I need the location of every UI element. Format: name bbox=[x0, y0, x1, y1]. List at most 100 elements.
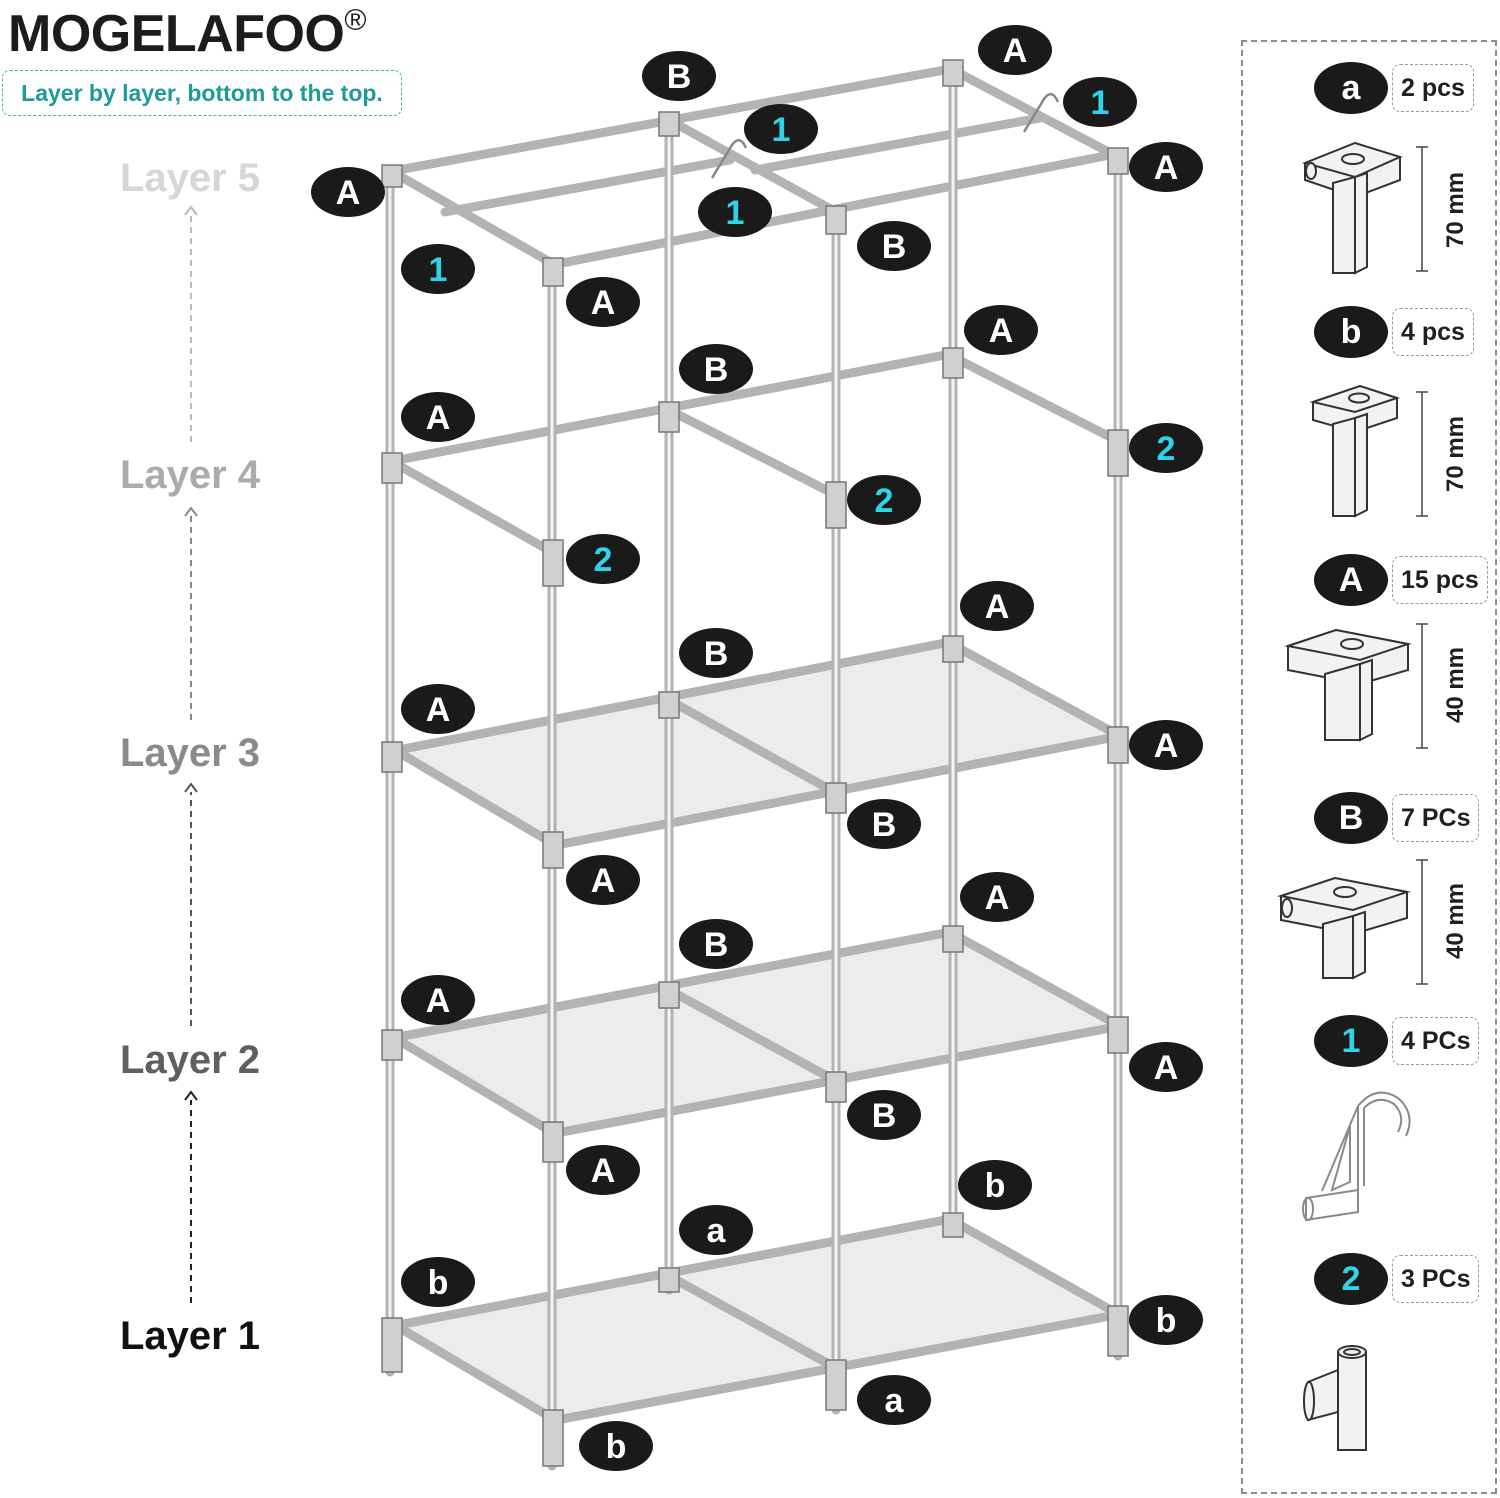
callout-A-l2-right: A bbox=[1129, 1042, 1203, 1092]
svg-text:2: 2 bbox=[875, 482, 894, 520]
layer-4-label: Layer 4 bbox=[119, 453, 261, 497]
part-a-badge: a bbox=[1314, 62, 1388, 114]
callout-B-top-front: B bbox=[857, 221, 931, 271]
callout-b-l1-right: b bbox=[1129, 1295, 1203, 1345]
callout-B-l3-back: B bbox=[679, 628, 753, 678]
connector-joints bbox=[381, 59, 1129, 1467]
callout-B-l2-front: B bbox=[847, 1090, 921, 1140]
callout-1-top-right: 1 bbox=[1063, 77, 1137, 127]
brand-logo: MOGELAFOO® bbox=[8, 4, 366, 63]
svg-text:B: B bbox=[704, 635, 729, 673]
connector-a-icon bbox=[1301, 141, 1403, 275]
svg-text:A: A bbox=[985, 879, 1010, 917]
svg-text:A: A bbox=[1003, 32, 1028, 70]
part-A-label: A 15 pcs bbox=[1314, 554, 1488, 606]
svg-text:B: B bbox=[872, 1097, 897, 1135]
svg-text:A: A bbox=[1154, 1049, 1179, 1087]
part-2-label: 2 3 PCs bbox=[1314, 1253, 1480, 1305]
svg-text:A: A bbox=[426, 982, 451, 1020]
layer-5-label: Layer 5 bbox=[119, 156, 261, 200]
callout-2-right: 2 bbox=[1129, 423, 1203, 473]
callout-A-top-left: A bbox=[311, 167, 385, 217]
svg-text:B: B bbox=[667, 58, 692, 96]
svg-text:1: 1 bbox=[1091, 84, 1110, 122]
svg-text:a: a bbox=[707, 1212, 727, 1250]
svg-text:1: 1 bbox=[772, 111, 791, 149]
connector-B-icon bbox=[1277, 876, 1411, 980]
dim-line-B bbox=[1416, 859, 1428, 985]
part-1-label: 1 4 PCs bbox=[1314, 1015, 1480, 1067]
part-a-label: a 2 pcs bbox=[1314, 62, 1474, 114]
dim-line-b bbox=[1416, 391, 1428, 517]
callout-2-mid: 2 bbox=[847, 475, 921, 525]
dim-line-A bbox=[1416, 623, 1428, 749]
part-B-badge: B bbox=[1314, 792, 1388, 844]
svg-text:B: B bbox=[872, 806, 897, 844]
part-1-quantity: 4 PCs bbox=[1392, 1017, 1480, 1065]
svg-text:1: 1 bbox=[726, 194, 745, 232]
part-b-quantity: 4 pcs bbox=[1392, 308, 1474, 356]
callout-A-l3-right: A bbox=[1129, 720, 1203, 770]
callout-A-top-front-left: A bbox=[566, 277, 640, 327]
part-b-dimension: 70 mm bbox=[1442, 415, 1470, 493]
callout-A-l2-left: A bbox=[401, 975, 475, 1025]
callout-1-top-mid: 1 bbox=[744, 104, 818, 154]
svg-text:A: A bbox=[1154, 149, 1179, 187]
svg-text:B: B bbox=[704, 351, 729, 389]
part-b-label: b 4 pcs bbox=[1314, 306, 1474, 358]
svg-text:A: A bbox=[426, 399, 451, 437]
callout-b-l1-left: b bbox=[401, 1257, 475, 1307]
part-B-dimension: 40 mm bbox=[1442, 882, 1470, 960]
callout-A-l4-left: A bbox=[401, 392, 475, 442]
part-a-dimension: 70 mm bbox=[1442, 171, 1470, 249]
parts-list-panel bbox=[1241, 40, 1497, 1494]
svg-text:A: A bbox=[591, 1152, 616, 1190]
callout-A-top-right2: A bbox=[1129, 142, 1203, 192]
svg-text:2: 2 bbox=[1157, 430, 1176, 468]
callouts: B A 1 1 A A 1 B 1 A A B A 2 2 2 A B A A … bbox=[311, 25, 1203, 1471]
part-B-label: B 7 PCs bbox=[1314, 792, 1480, 844]
part-1-badge: 1 bbox=[1314, 1015, 1388, 1067]
dim-line-a bbox=[1416, 146, 1428, 272]
instruction-subtitle: Layer by layer, bottom to the top. bbox=[2, 70, 402, 116]
svg-text:A: A bbox=[426, 691, 451, 729]
layer-1-label: Layer 1 bbox=[119, 1314, 261, 1358]
callout-1-left: 1 bbox=[401, 244, 475, 294]
svg-text:A: A bbox=[985, 588, 1010, 626]
callout-b-l1-front: b bbox=[579, 1421, 653, 1471]
svg-text:B: B bbox=[704, 926, 729, 964]
callout-a-l1-front: a bbox=[857, 1375, 931, 1425]
callout-A-l3-back: A bbox=[960, 581, 1034, 631]
part-b-badge: b bbox=[1314, 306, 1388, 358]
svg-text:b: b bbox=[1156, 1302, 1177, 1340]
callout-B-top: B bbox=[642, 51, 716, 101]
callout-B-l2-back: B bbox=[679, 919, 753, 969]
callout-A-l3-left: A bbox=[401, 684, 475, 734]
part-A-quantity: 15 pcs bbox=[1392, 556, 1488, 604]
layer-2-label: Layer 2 bbox=[119, 1038, 261, 1082]
svg-text:A: A bbox=[1154, 727, 1179, 765]
connector-b-icon bbox=[1309, 384, 1401, 518]
svg-text:b: b bbox=[428, 1264, 449, 1302]
callout-2-left: 2 bbox=[566, 534, 640, 584]
svg-text:A: A bbox=[336, 174, 361, 212]
callout-A-top-right: A bbox=[978, 25, 1052, 75]
part-A-badge: A bbox=[1314, 554, 1388, 606]
callout-B-l3-front: B bbox=[847, 799, 921, 849]
callout-A-l4-right: A bbox=[964, 305, 1038, 355]
callout-A-l2-front: A bbox=[566, 1145, 640, 1195]
part-2-badge: 2 bbox=[1314, 1253, 1388, 1305]
tee-2-icon bbox=[1303, 1345, 1367, 1451]
hook-1-icon bbox=[1302, 1091, 1411, 1222]
svg-text:A: A bbox=[591, 862, 616, 900]
part-2-quantity: 3 PCs bbox=[1392, 1255, 1480, 1303]
part-a-quantity: 2 pcs bbox=[1392, 64, 1474, 112]
svg-text:A: A bbox=[989, 312, 1014, 350]
callout-b-l1-back: b bbox=[958, 1160, 1032, 1210]
svg-text:2: 2 bbox=[594, 541, 613, 579]
callout-A-l3-front: A bbox=[566, 855, 640, 905]
svg-text:b: b bbox=[606, 1428, 627, 1466]
part-B-quantity: 7 PCs bbox=[1392, 794, 1480, 842]
svg-text:1: 1 bbox=[429, 251, 448, 289]
